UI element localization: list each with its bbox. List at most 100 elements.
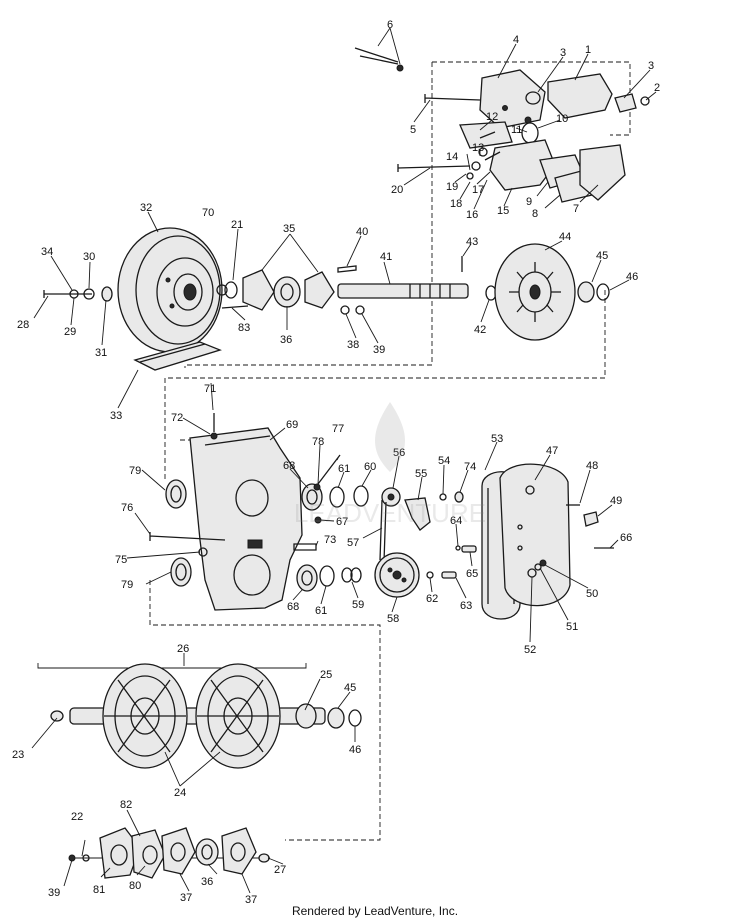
- bolt-23: [50, 710, 64, 722]
- ring-59-b: [350, 567, 362, 583]
- callout-21: 21: [231, 219, 243, 231]
- cover-47: [499, 463, 571, 607]
- callout-37: 37: [180, 892, 192, 904]
- shaft-41: [337, 283, 469, 299]
- callout-19: 19: [446, 181, 458, 193]
- ring-11: [521, 122, 539, 144]
- bolt-20: [397, 164, 471, 172]
- callout-18: 18: [450, 198, 462, 210]
- callout-59: 59: [352, 599, 364, 611]
- callout-79b: 79: [121, 579, 133, 591]
- fitting-50: [539, 559, 547, 567]
- bearing-68-lower: [296, 564, 318, 592]
- callout-78: 78: [312, 436, 324, 448]
- bottom-flange-assembly: [68, 827, 270, 879]
- callout-35: 35: [283, 223, 295, 235]
- callout-39: 39: [373, 344, 385, 356]
- callout-53: 53: [491, 433, 503, 445]
- callout-62: 62: [426, 593, 438, 605]
- nut-38: [340, 305, 350, 315]
- nut-72: [210, 432, 218, 440]
- washer-62: [426, 571, 434, 579]
- ring-46-lower: [348, 709, 362, 727]
- callout-12: 12: [486, 111, 498, 123]
- callout-27: 27: [274, 864, 286, 876]
- callout-31: 31: [95, 347, 107, 359]
- pin-6: [354, 47, 399, 65]
- callout-43: 43: [466, 236, 478, 248]
- callout-42: 42: [474, 324, 486, 336]
- bracket-7: [579, 144, 626, 201]
- callout-11: 11: [511, 124, 522, 136]
- callout-82: 82: [120, 799, 132, 811]
- callout-1: 1: [585, 44, 591, 56]
- pin-73: [293, 543, 317, 551]
- callout-63: 63: [460, 600, 472, 612]
- watermark-text: LEADVENTURE: [294, 498, 486, 528]
- callout-36b: 36: [201, 876, 213, 888]
- callout-47: 47: [546, 445, 558, 457]
- callout-38: 38: [347, 339, 359, 351]
- callout-23: 23: [12, 749, 24, 761]
- callout-66: 66: [620, 532, 632, 544]
- flame-icon: [375, 402, 405, 472]
- bracket-1: [547, 73, 613, 119]
- bolt-27: [258, 853, 270, 863]
- bearing-79-upper: [165, 479, 187, 509]
- footer-credit: Rendered by LeadVenture, Inc.: [291, 904, 459, 918]
- flange-35-left: [242, 269, 275, 311]
- auger-assembly: [37, 663, 362, 769]
- callout-69: 69: [286, 419, 298, 431]
- callout-15: 15: [497, 205, 509, 217]
- callout-13: 13: [472, 142, 484, 154]
- bracket-4: [479, 69, 546, 129]
- callout-51: 51: [566, 621, 578, 633]
- pin-64: [455, 545, 461, 551]
- callout-41: 41: [380, 251, 392, 263]
- callout-3b: 3: [648, 60, 654, 72]
- callout-2: 2: [654, 82, 660, 94]
- callout-57: 57: [347, 537, 359, 549]
- callout-28: 28: [17, 319, 29, 331]
- callout-54: 54: [438, 455, 450, 467]
- callout-33: 33: [110, 410, 122, 422]
- shaft-assembly: [221, 256, 497, 315]
- housing-15: [489, 139, 556, 191]
- callout-61b: 61: [315, 605, 327, 617]
- bearing-36: [273, 276, 301, 308]
- callout-81: 81: [93, 884, 105, 896]
- tensioner-55: [404, 497, 431, 531]
- spacer-31: [101, 286, 113, 302]
- ring-46: [596, 283, 610, 301]
- washer-22: [82, 854, 90, 862]
- bushing-3: [525, 91, 541, 105]
- callout-26: 26: [177, 643, 189, 655]
- nut-74: [454, 491, 464, 503]
- callout-58: 58: [387, 613, 399, 625]
- ring-61-lower: [319, 565, 335, 587]
- callout-20: 20: [391, 184, 403, 196]
- bracket-26: [37, 663, 307, 669]
- callout-30: 30: [83, 251, 95, 263]
- ring-59-a: [341, 567, 353, 583]
- cover-assembly: [481, 463, 614, 620]
- bolt-77: [317, 454, 341, 485]
- callout-32: 32: [140, 202, 152, 214]
- callout-40: 40: [356, 226, 368, 238]
- callout-4: 4: [513, 34, 519, 46]
- flange-35-right: [304, 271, 335, 309]
- callout-labels: 1 2 3 3 4 5 6 7 8 9 10 11 12 13 14 15 16…: [12, 19, 660, 906]
- washer-39: [355, 305, 365, 315]
- callout-77: 77: [332, 423, 344, 435]
- gear-case-assembly: [149, 413, 369, 611]
- callout-34: 34: [41, 246, 53, 258]
- callout-45b: 45: [344, 682, 356, 694]
- callout-17: 17: [472, 184, 484, 196]
- callout-55: 55: [415, 468, 427, 480]
- callout-76: 76: [121, 502, 133, 514]
- callout-leaders: [31, 27, 657, 894]
- callout-5: 5: [410, 124, 416, 136]
- callout-56: 56: [393, 447, 405, 459]
- bearing-45-lower: [327, 707, 345, 729]
- callout-65: 65: [466, 568, 478, 580]
